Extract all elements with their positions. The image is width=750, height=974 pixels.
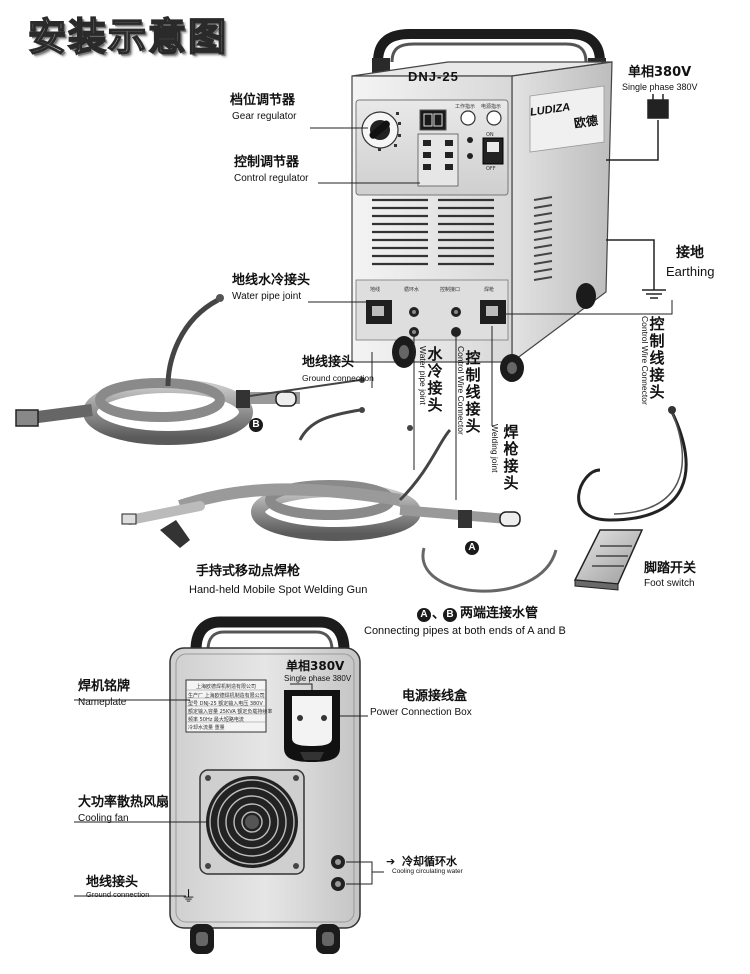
ground-cable [15, 294, 365, 445]
single-phase-rear-en: Single phase 380V [284, 674, 352, 683]
rear-welder [169, 616, 361, 954]
pipes-zh: 两端连接水管 [460, 606, 539, 621]
control-regulator-label-zh: 控制调节器 [234, 155, 300, 170]
single-phase-top-en: Single phase 380V [622, 82, 698, 92]
rear-nameplate-header: 上海欧德焊机制造有限公司 [196, 684, 257, 690]
lamp-power-label: 电源指示 [481, 104, 502, 110]
foot-switch-en: Foot switch [644, 578, 695, 589]
control-wire-connector-mid-zh: 控制线接头 [465, 349, 481, 435]
water-pipe-joint-vertical-zh: 水冷接头 [427, 345, 443, 414]
gear-regulator-label-en: Gear regulator [232, 111, 297, 122]
rear-nameplate-row-3: 额定输入容量 25KVA 额定负载持续率 [188, 709, 273, 715]
welding-joint-zh: 焊枪接头 [503, 423, 519, 492]
gear-regulator-label-zh: 档位调节器 [230, 93, 296, 108]
nameplate-en: Nameplate [78, 697, 127, 708]
ground-connection-rear-zh: 地线接头 [86, 875, 139, 890]
front-lower-label-gun: 焊枪 [484, 287, 495, 293]
front-welder [351, 29, 613, 382]
ground-connection-front-zh: 地线接头 [302, 355, 355, 370]
cooling-water-en: Cooling circulating water [392, 868, 463, 875]
arrow-right-icon: ➔ [386, 856, 396, 868]
control-regulator-label-en: Control regulator [234, 173, 309, 184]
switch-off-label: OFF [486, 166, 496, 172]
rear-nameplate-row-2: 型号 DNJ-25 额定输入电压 380V [188, 701, 263, 707]
earthing-zh: 接地 [676, 245, 704, 261]
pipes-sep: 、 [432, 607, 446, 622]
earthing-line [606, 239, 666, 299]
single-phase-rear-zh: 单相380V [286, 659, 345, 673]
spot-gun-zh: 手持式移动点焊枪 [196, 564, 301, 579]
earthing-en: Earthing [666, 264, 715, 279]
water-pipe-joint-left-en: Water pipe joint [232, 291, 302, 302]
foot-switch [573, 406, 688, 591]
power-box-en: Power Connection Box [370, 707, 472, 718]
power-cord-top [606, 94, 669, 161]
power-box-zh: 电源接线盒 [402, 689, 468, 704]
leader-lines-rear [74, 683, 384, 897]
connecting-water-pipe [421, 547, 558, 593]
control-wire-connector-right-zh: 控制线接头 [649, 315, 665, 401]
cooling-fan-en: Cooling fan [78, 813, 129, 824]
single-phase-top-zh: 单相380V [628, 65, 692, 80]
marker-b: B [249, 418, 263, 432]
spot-welding-gun [121, 407, 521, 548]
foot-switch-zh: 脚踏开关 [644, 561, 697, 576]
rear-nameplate-row-1: 生产厂 上海欧德焊机制造有限公司 [188, 693, 265, 699]
ground-connection-rear-en: Ground connection [86, 890, 150, 899]
water-pipe-joint-left-zh: 地线水冷接头 [232, 273, 311, 288]
rear-nameplate-row-4: 频率 50Hz 最大短路电流 [188, 717, 244, 723]
front-lower-label-ground: 地线 [370, 287, 381, 293]
model-label: DNJ-25 [408, 69, 459, 84]
front-lower-label-control: 控制接口 [440, 287, 461, 293]
page-title: 安装示意图 [27, 14, 229, 60]
ground-connection-front-en: Ground connection [302, 373, 374, 383]
control-wire-connector-right-en: Control Wire Connector [640, 316, 650, 405]
spot-gun-en: Hand-held Mobile Spot Welding Gun [189, 584, 368, 596]
cooling-water-zh: 冷却循环水 [402, 855, 457, 868]
cooling-fan-zh: 大功率散热风扇 [78, 795, 170, 810]
marker-a: A [465, 541, 479, 555]
leader-lines-top [308, 127, 673, 500]
switch-on-label: ON [486, 132, 494, 138]
earth-icon: ⏚ [181, 888, 197, 905]
welding-joint-en: Welding joint [490, 424, 500, 473]
nameplate-zh: 焊机铭牌 [78, 679, 131, 694]
pipes-marker-a: A [417, 608, 431, 622]
water-pipe-joint-vertical-en: Water pipe joint [418, 346, 428, 405]
rear-nameplate-row-5: 冷却水流量 重量 [188, 725, 225, 731]
control-wire-connector-mid-en: Control Wire Connector [456, 346, 466, 435]
pipes-en: Connecting pipes at both ends of A and B [364, 625, 566, 637]
lamp-work-label: 工作指示 [455, 104, 476, 110]
front-lower-label-water: 循环水 [404, 287, 420, 293]
pipes-marker-b: B [443, 608, 457, 622]
